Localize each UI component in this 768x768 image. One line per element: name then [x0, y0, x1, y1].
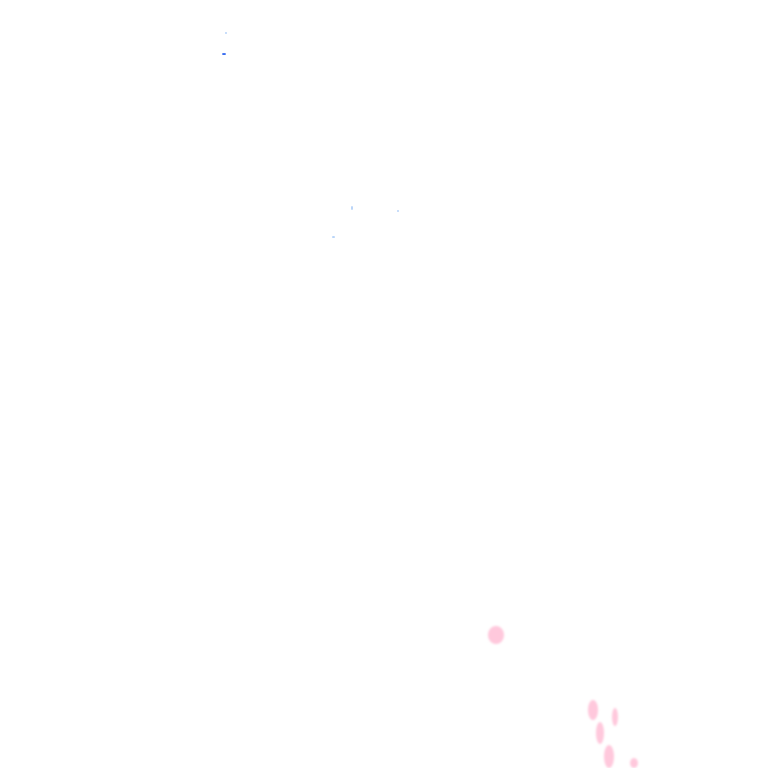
- light-blue-speck: [225, 32, 227, 34]
- light-blue-speck: [332, 236, 335, 238]
- pink-smudge: [612, 708, 618, 726]
- pink-smudge: [488, 626, 504, 644]
- pink-smudge: [588, 700, 598, 720]
- light-blue-speck: [397, 210, 399, 212]
- blue-speck: [222, 53, 226, 55]
- pink-smudge: [630, 758, 638, 768]
- light-blue-speck: [351, 206, 353, 210]
- pink-smudge: [604, 745, 614, 768]
- pink-smudge: [596, 722, 604, 744]
